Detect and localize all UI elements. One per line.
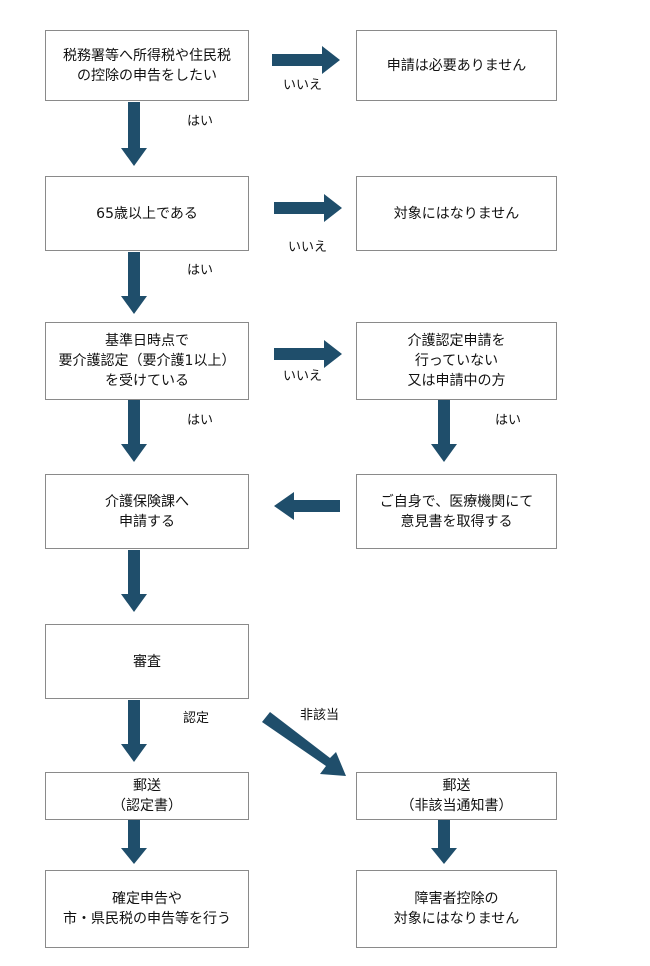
arrow-diagonal xyxy=(262,712,346,776)
box-not-applied: 介護認定申請を 行っていない 又は申請中の方 xyxy=(356,322,557,400)
box-q3-text: 基準日時点で 要介護認定（要介護1以上） を受けている xyxy=(58,333,236,389)
label-no-2: いいえ xyxy=(288,240,328,255)
box-not-eligible-text: 対象にはなりません xyxy=(393,205,520,222)
arrow-down-2 xyxy=(121,252,147,314)
box-q1-text: 税務署等へ所得税や住民税 の控除の申告をしたい xyxy=(63,47,231,84)
label-no-1: いいえ xyxy=(283,78,323,93)
box-apply-text: 介護保険課へ 申請する xyxy=(105,493,189,530)
arrow-down-5 xyxy=(121,700,147,762)
box-get-medical-opinion: ご自身で、医療機関にて 意見書を取得する xyxy=(356,474,557,549)
arrow-down-right-1 xyxy=(431,400,457,462)
box-final-not-eligible-text: 障害者控除の 対象にはなりません xyxy=(393,891,520,927)
box-q2-age: 65歳以上である xyxy=(45,176,249,251)
box-mail-cert-text: 郵送 （認定書） xyxy=(112,778,182,814)
label-yes-3: はい xyxy=(187,413,214,428)
box-not-eligible: 対象にはなりません xyxy=(356,176,557,251)
box-review-text: 審査 xyxy=(133,653,161,670)
label-certified: 認定 xyxy=(183,711,210,726)
box-not-required: 申請は必要ありません xyxy=(356,30,557,101)
label-non-applicable: 非該当 xyxy=(300,708,340,723)
box-final-declare: 確定申告や 市・県民税の申告等を行う xyxy=(45,870,249,948)
box-get-opinion-text: ご自身で、医療機関にて 意見書を取得する xyxy=(379,493,534,530)
box-apply-care-insurance: 介護保険課へ 申請する xyxy=(45,474,249,549)
arrow-down-6 xyxy=(121,820,147,864)
arrow-down-3 xyxy=(121,400,147,462)
box-final-not-eligible: 障害者控除の 対象にはなりません xyxy=(356,870,557,948)
box-q1-declare-deduction: 税務署等へ所得税や住民税 の控除の申告をしたい xyxy=(45,30,249,101)
box-final-declare-text: 確定申告や 市・県民税の申告等を行う xyxy=(63,891,231,927)
box-not-required-text: 申請は必要ありません xyxy=(386,57,527,74)
box-mail-non-applicable: 郵送 （非該当通知書） xyxy=(356,772,557,820)
arrow-right-1 xyxy=(272,46,340,74)
box-q3-care-certified: 基準日時点で 要介護認定（要介護1以上） を受けている xyxy=(45,322,249,400)
box-review: 審査 xyxy=(45,624,249,699)
arrow-right-2 xyxy=(274,194,342,222)
arrow-down-4 xyxy=(121,550,147,612)
arrow-down-1 xyxy=(121,102,147,166)
box-mail-nonapplicable-text: 郵送 （非該当通知書） xyxy=(400,778,513,814)
box-not-applied-text: 介護認定申請を 行っていない 又は申請中の方 xyxy=(407,333,506,389)
arrow-left-1 xyxy=(274,492,340,520)
box-q2-text: 65歳以上である xyxy=(96,205,198,222)
label-yes-4: はい xyxy=(495,413,522,428)
arrow-down-right-2 xyxy=(431,820,457,864)
label-yes-2: はい xyxy=(187,263,214,278)
label-yes-1: はい xyxy=(187,114,214,129)
box-mail-certificate: 郵送 （認定書） xyxy=(45,772,249,820)
arrow-right-3 xyxy=(274,340,342,368)
label-no-3: いいえ xyxy=(283,369,323,384)
